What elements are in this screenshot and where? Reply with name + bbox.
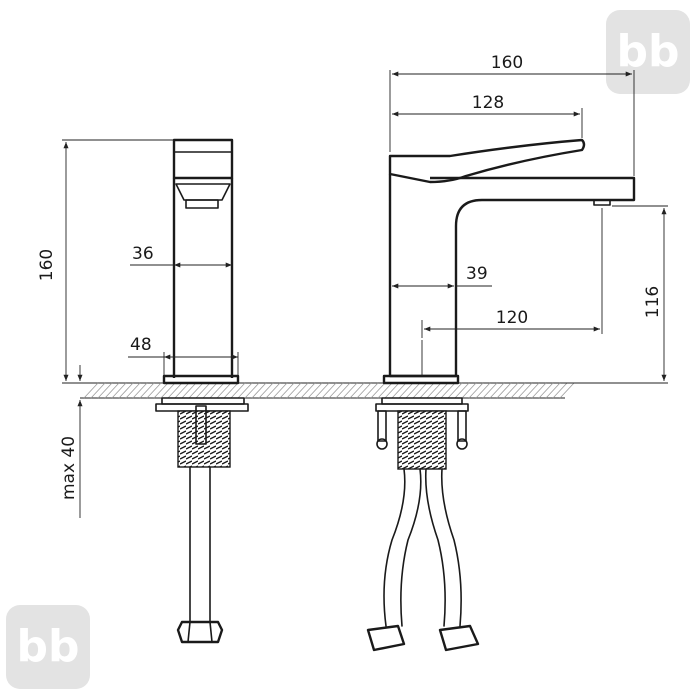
logo-bottom-left-text: bb — [17, 621, 80, 672]
dim-body-width-label: 36 — [132, 244, 154, 264]
dim-total-length: 160 — [389, 53, 635, 176]
dim-base-width-label: 48 — [130, 335, 152, 355]
front-lever-handle — [388, 138, 586, 184]
front-fixing-plate — [375, 403, 469, 412]
dim-side-height: 160 — [37, 139, 174, 384]
side-hose-nut — [176, 620, 224, 644]
side-aerator — [175, 183, 231, 201]
front-base-flange — [382, 374, 460, 385]
logo-top-right: bb — [606, 10, 690, 94]
dim-handle-length-label: 128 — [472, 93, 504, 113]
front-hose-nut-left — [366, 624, 406, 652]
counter-hatching — [83, 382, 575, 399]
front-hose-nut-right — [438, 624, 480, 652]
dim-side-height-label: 160 — [37, 249, 57, 281]
dim-total-length-label: 160 — [491, 53, 523, 73]
dim-spout-depth: 39 — [392, 264, 492, 289]
side-threaded-shank — [177, 410, 231, 468]
front-threaded-shank — [397, 410, 447, 470]
dim-spout-height-label: 116 — [643, 286, 663, 318]
side-view — [155, 138, 249, 644]
dim-counter-thickness-label: max 40 — [59, 436, 79, 500]
front-body-spout — [388, 174, 636, 378]
front-view — [366, 138, 636, 652]
side-lever-cap — [172, 138, 234, 180]
dim-body-width: 36 — [130, 244, 232, 268]
front-aerator — [593, 199, 611, 206]
dim-spout-height: 116 — [565, 205, 668, 384]
logo-bottom-left: bb — [6, 605, 90, 689]
dim-spout-reach: 120 — [421, 208, 603, 338]
side-fixing-plate — [155, 403, 249, 412]
dim-base-width: 48 — [128, 335, 239, 376]
counter-surface — [80, 382, 575, 399]
dim-spout-depth-label: 39 — [466, 264, 488, 284]
front-hose-right — [424, 468, 446, 627]
dim-spout-reach-label: 120 — [496, 308, 528, 328]
dim-counter-thickness: max 40 — [59, 365, 83, 518]
front-hose-left — [383, 468, 406, 627]
logo-top-right-text: bb — [617, 26, 680, 77]
side-base-flange — [162, 374, 240, 385]
dim-handle-length: 128 — [392, 93, 583, 138]
